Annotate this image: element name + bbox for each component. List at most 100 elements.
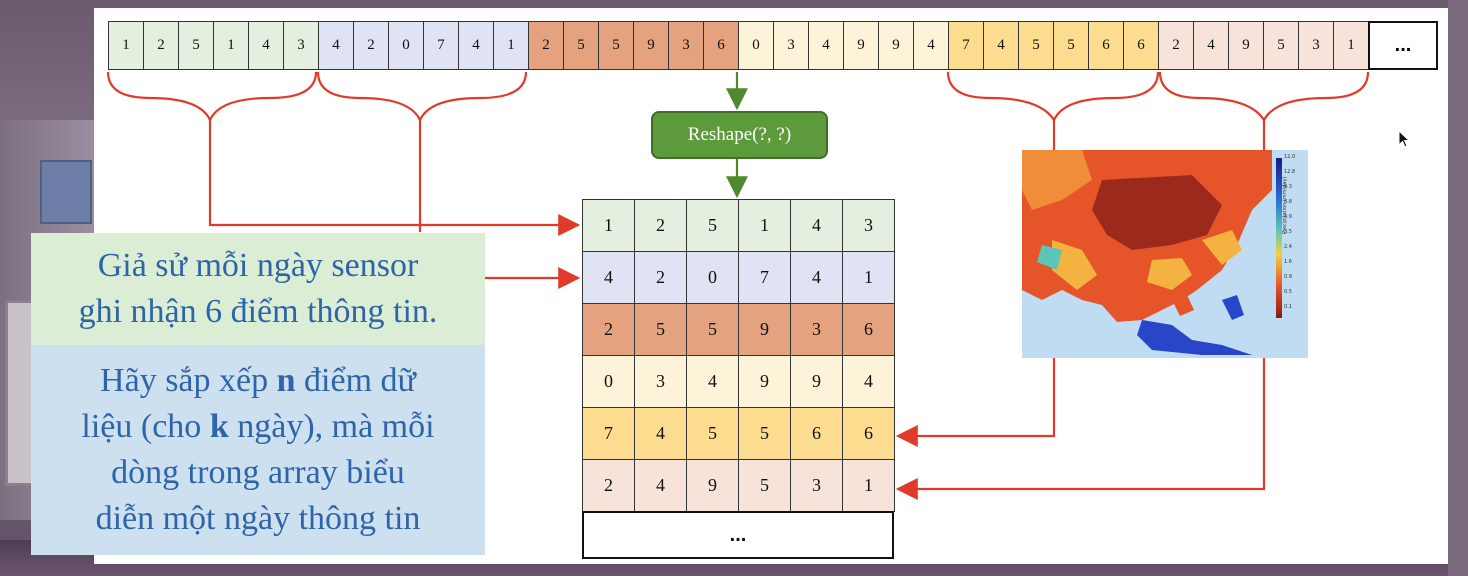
sequence-cell: 4 bbox=[913, 21, 949, 70]
assumption-text-box: Giả sử mỗi ngày sensor ghi nhận 6 điểm t… bbox=[31, 233, 485, 345]
array-cell: 6 bbox=[790, 407, 843, 460]
precipitation-map: 12.0 12.8 9.3 6.8 4.9 3.5 2.4 1.6 0.9 0.5 0.1 Prec… bbox=[1022, 150, 1308, 358]
array-cell: 5 bbox=[686, 199, 739, 252]
array-cell: 4 bbox=[634, 407, 687, 460]
array-cell: 5 bbox=[634, 303, 687, 356]
array-cell: 6 bbox=[842, 303, 895, 356]
colorbar-tick: 0.5 bbox=[1284, 289, 1292, 295]
sequence-cell: 2 bbox=[1158, 21, 1194, 70]
sequence-cell: 9 bbox=[878, 21, 914, 70]
sequence-cell: 6 bbox=[703, 21, 739, 70]
task-line-4: diễn một ngày thông tin bbox=[95, 500, 421, 537]
colorbar-ticks: 12.0 12.8 9.3 6.8 4.9 3.5 2.4 1.6 0.9 0.5 0.1 bbox=[1284, 154, 1304, 322]
brace-group-6 bbox=[1158, 71, 1370, 123]
sequence-cell: 9 bbox=[633, 21, 669, 70]
brace-group-1 bbox=[106, 71, 318, 123]
array-cell: 4 bbox=[634, 459, 687, 512]
sequence-cell: 4 bbox=[318, 21, 354, 70]
array-cell: 5 bbox=[686, 407, 739, 460]
sequence-cell: 2 bbox=[353, 21, 389, 70]
sequence-cell: 2 bbox=[528, 21, 564, 70]
sequence-cell: 6 bbox=[1123, 21, 1159, 70]
array-cell: 7 bbox=[738, 251, 791, 304]
colorbar-tick: 0.9 bbox=[1284, 274, 1292, 280]
array-ellipsis: ... bbox=[582, 511, 894, 559]
array-cell: 3 bbox=[790, 459, 843, 512]
array-cell: 2 bbox=[582, 459, 635, 512]
array-cell: 4 bbox=[582, 251, 635, 304]
arrow-row-6-tail bbox=[895, 358, 1266, 500]
brace-group-5 bbox=[946, 71, 1160, 123]
sequence-cell: 9 bbox=[843, 21, 879, 70]
task-text-box: Hãy sắp xếp n điểm dữ liệu (cho k ngày),… bbox=[31, 345, 485, 555]
colorbar-tick: 4.9 bbox=[1284, 214, 1292, 220]
sequence-cell: 1 bbox=[108, 21, 144, 70]
n-variable: n bbox=[276, 362, 296, 399]
colorbar-label: Precipitation (mm/day) bbox=[1282, 176, 1288, 234]
colorbar-tick: 9.3 bbox=[1284, 184, 1292, 190]
array-cell: 2 bbox=[634, 251, 687, 304]
sequence-cell: 5 bbox=[563, 21, 599, 70]
array-cell: 9 bbox=[738, 303, 791, 356]
sequence-cell: 5 bbox=[1053, 21, 1089, 70]
task-line-2: liệu (cho k ngày), mà mỗi bbox=[81, 408, 435, 445]
array-cell: 9 bbox=[790, 355, 843, 408]
array-cell: 1 bbox=[582, 199, 635, 252]
array-cell: 9 bbox=[686, 459, 739, 512]
array-cell: 3 bbox=[842, 199, 895, 252]
brace-group-2 bbox=[316, 71, 528, 123]
colorbar-tick: 6.8 bbox=[1284, 199, 1292, 205]
colorbar-tick: 0.1 bbox=[1284, 304, 1292, 310]
colorbar-tick: 1.6 bbox=[1284, 259, 1292, 265]
colorbar-tick: 12.8 bbox=[1284, 169, 1296, 175]
array-cell: 5 bbox=[738, 459, 791, 512]
sequence-cell: 7 bbox=[423, 21, 459, 70]
array-cell: 1 bbox=[842, 251, 895, 304]
background-right bbox=[1448, 0, 1468, 576]
reshape-box: Reshape(?, ?) bbox=[651, 111, 828, 159]
task-line-3: dòng trong array biểu bbox=[111, 454, 405, 491]
array-cell: 1 bbox=[738, 199, 791, 252]
sequence-cell: 4 bbox=[248, 21, 284, 70]
sequence-cell: 5 bbox=[1263, 21, 1299, 70]
array-cell: 3 bbox=[634, 355, 687, 408]
array-cell: 4 bbox=[686, 355, 739, 408]
array-cell: 5 bbox=[686, 303, 739, 356]
sequence-ellipsis: ... bbox=[1368, 21, 1438, 70]
array-cell: 4 bbox=[842, 355, 895, 408]
colorbar-tick: 12.0 bbox=[1284, 154, 1296, 160]
colorbar-tick: 2.4 bbox=[1284, 244, 1292, 250]
array-cell: 5 bbox=[738, 407, 791, 460]
arrow-row-5-tail bbox=[895, 358, 1056, 447]
sequence-cell: 5 bbox=[178, 21, 214, 70]
sequence-cell: 1 bbox=[213, 21, 249, 70]
arrow-row-1 bbox=[208, 120, 581, 236]
sequence-cell: 1 bbox=[1333, 21, 1369, 70]
sequence-cell: 9 bbox=[1228, 21, 1264, 70]
task-line-1: Hãy sắp xếp n điểm dữ bbox=[100, 362, 416, 399]
array-cell: 4 bbox=[790, 251, 843, 304]
assumption-line-1: Giả sử mỗi ngày sensor bbox=[97, 247, 419, 284]
array-cell: 2 bbox=[634, 199, 687, 252]
array-cell: 0 bbox=[686, 251, 739, 304]
array-cell: 7 bbox=[582, 407, 635, 460]
array-cell: 1 bbox=[842, 459, 895, 512]
colorbar bbox=[1276, 158, 1282, 318]
array-cell: 9 bbox=[738, 355, 791, 408]
sequence-cell: 5 bbox=[598, 21, 634, 70]
colorbar-tick: 3.5 bbox=[1284, 229, 1292, 235]
array-cell: 3 bbox=[790, 303, 843, 356]
array-cell: 2 bbox=[582, 303, 635, 356]
sequence-cell: 0 bbox=[738, 21, 774, 70]
background-poster bbox=[40, 160, 92, 224]
array-cell: 6 bbox=[842, 407, 895, 460]
sequence-cell: 3 bbox=[283, 21, 319, 70]
mouse-cursor-icon bbox=[1398, 130, 1410, 148]
array-cell: 0 bbox=[582, 355, 635, 408]
k-variable: k bbox=[209, 408, 229, 445]
assumption-line-2: ghi nhận 6 điểm thông tin. bbox=[78, 293, 438, 330]
sequence-cell: 3 bbox=[773, 21, 809, 70]
sequence-cell: 4 bbox=[1193, 21, 1229, 70]
array-cell: 4 bbox=[790, 199, 843, 252]
